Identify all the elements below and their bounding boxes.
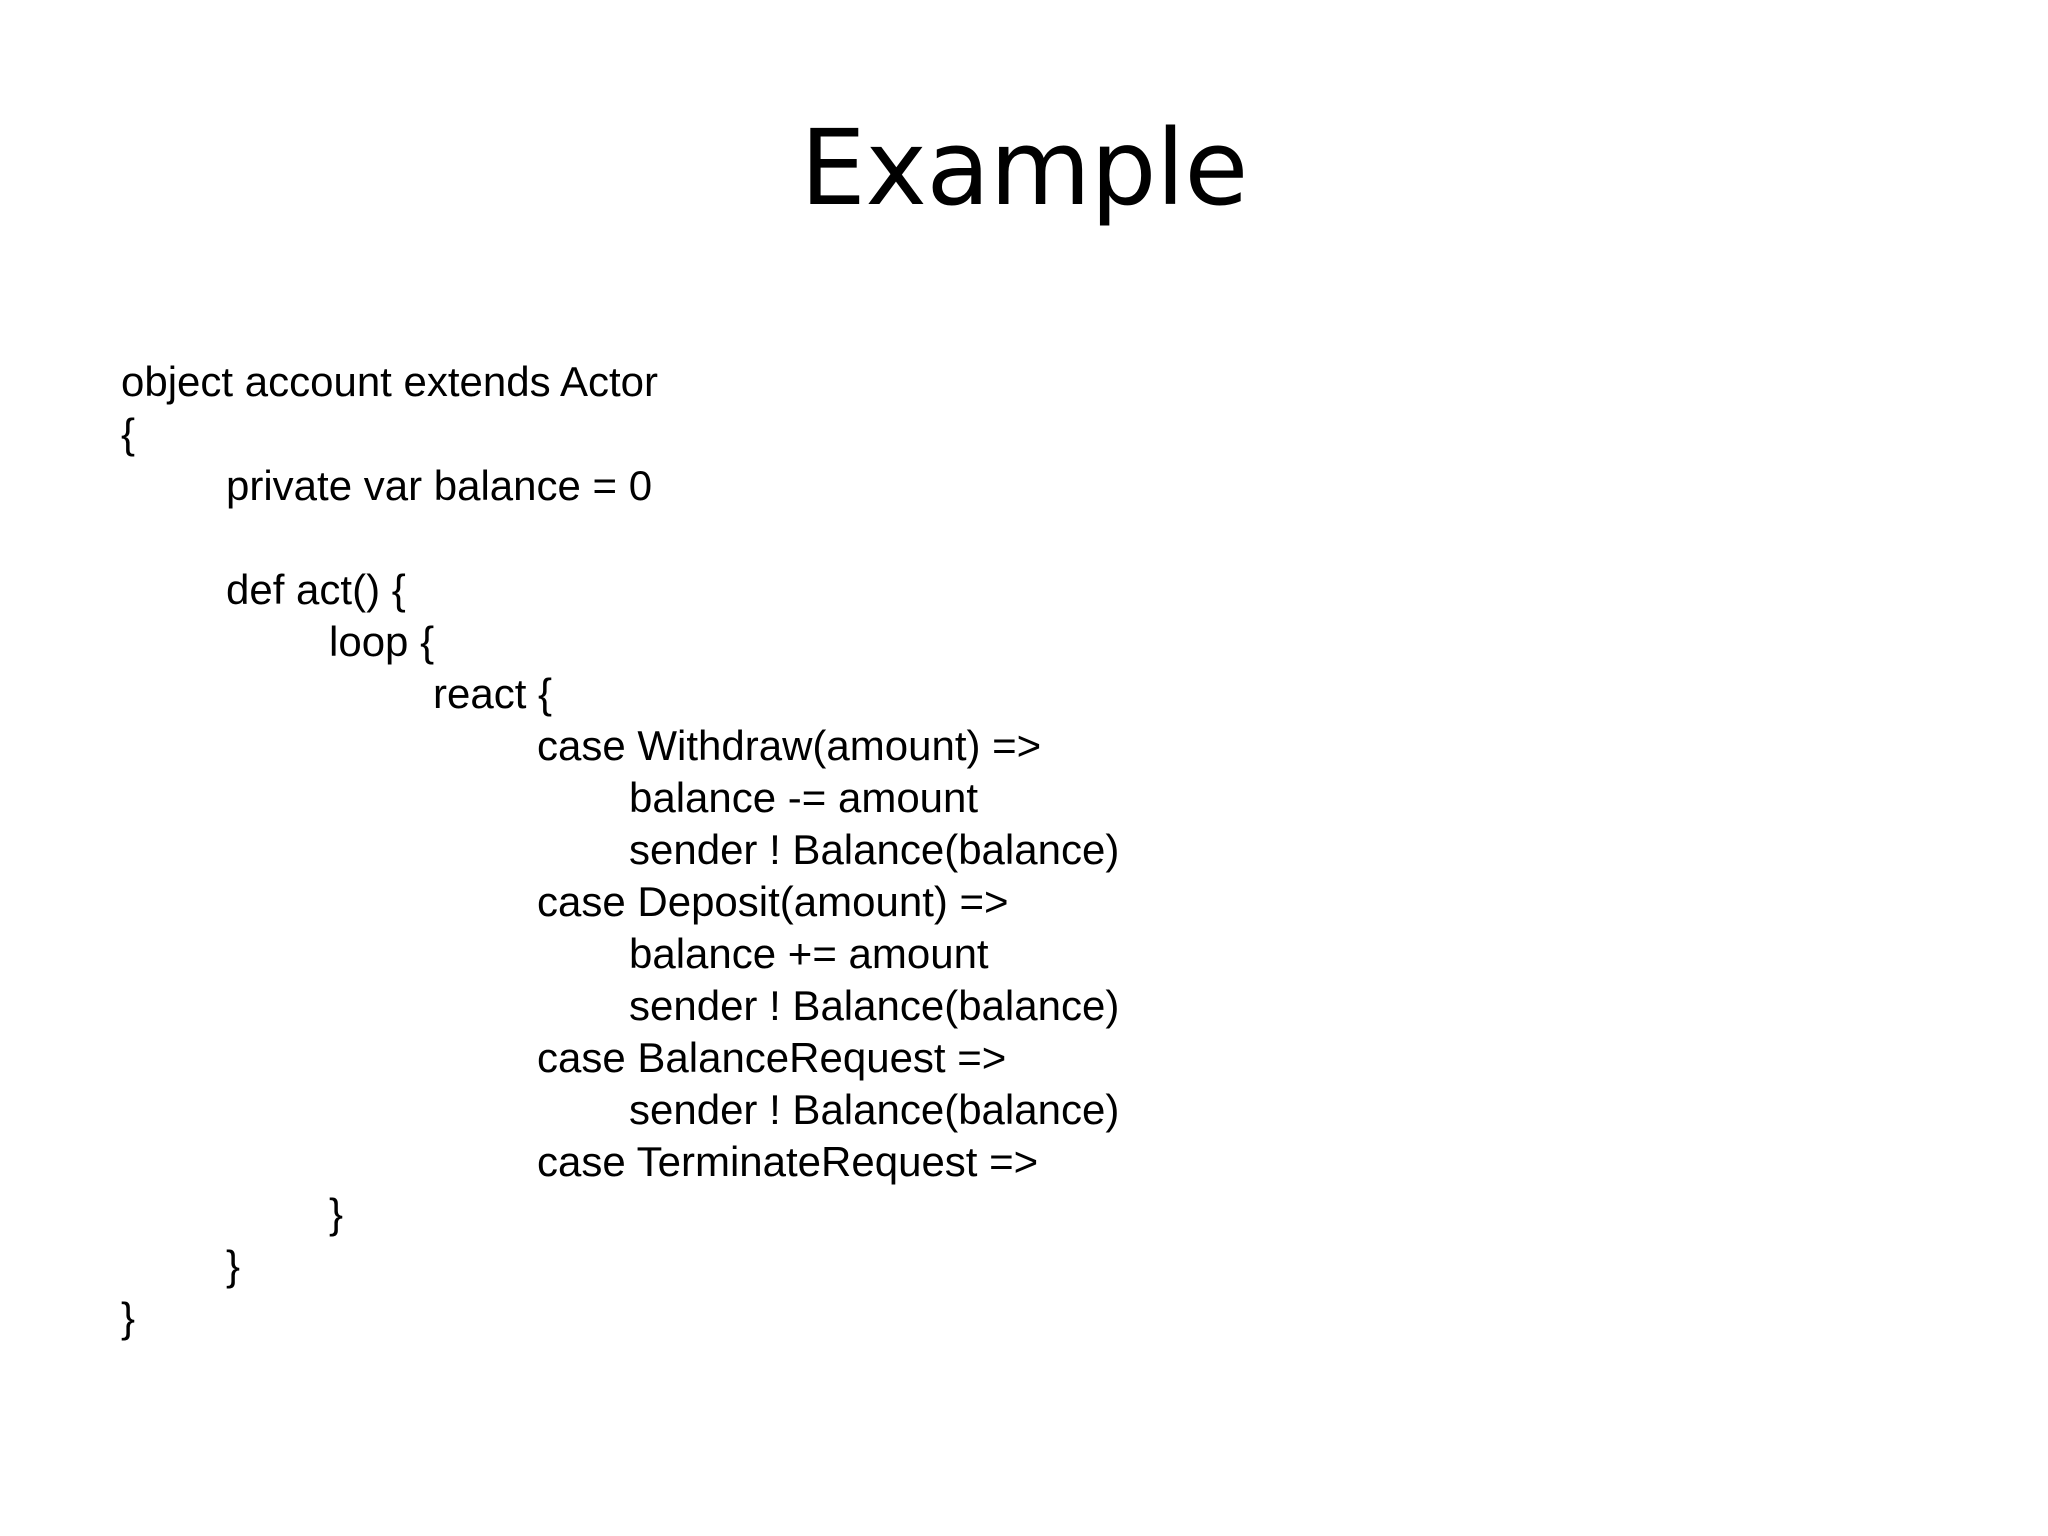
code-line: sender ! Balance(balance) — [629, 982, 1120, 1029]
code-line: case TerminateRequest => — [537, 1138, 1039, 1185]
code-block: object account extends Actor { private var… — [0, 356, 2048, 1344]
code-line: sender ! Balance(balance) — [629, 1086, 1120, 1133]
code-line — [0, 512, 2048, 564]
code-line: } — [329, 1190, 344, 1237]
code-line: object account extends Actor — [121, 358, 658, 405]
code-line: case Deposit(amount) => — [537, 878, 1009, 925]
code-line: } — [121, 1294, 136, 1341]
code-line: case Withdraw(amount) => — [537, 722, 1042, 769]
code-line: private var balance = 0 — [226, 462, 653, 509]
code-line: react { — [433, 670, 553, 717]
code-line: { — [121, 410, 136, 457]
code-line: def act() { — [226, 566, 406, 613]
code-line: } — [226, 1242, 241, 1289]
code-line: case BalanceRequest => — [537, 1034, 1007, 1081]
code-line: loop { — [329, 618, 435, 665]
page-title: Example — [800, 107, 1248, 229]
code-line: sender ! Balance(balance) — [629, 826, 1120, 873]
code-line: balance += amount — [629, 930, 989, 977]
code-line: balance -= amount — [629, 774, 979, 821]
